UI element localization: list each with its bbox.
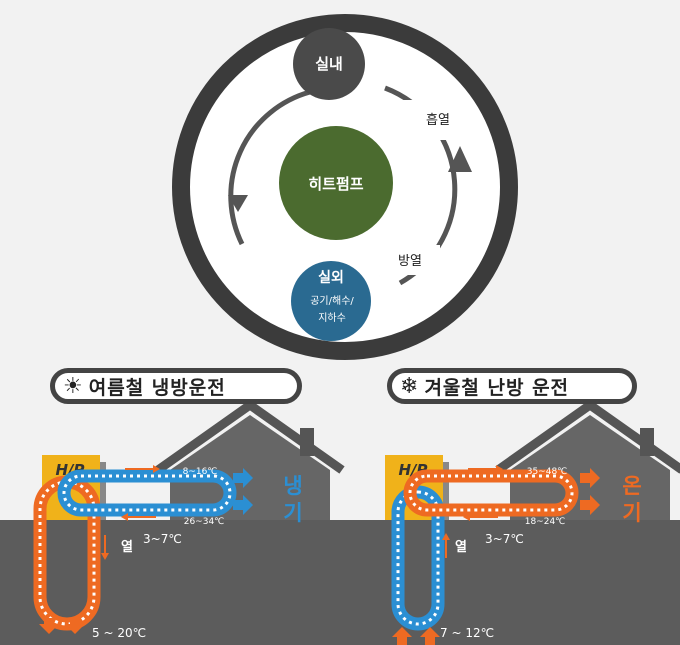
winter-ground-loop-dots [396,490,440,626]
summer-out-arrow-2 [233,495,253,515]
summer-deep-temp: 5 ~ 20℃ [92,626,146,640]
release-label: 방열 [398,254,422,269]
summer-hp-side [100,462,106,520]
summer-house-loop-dots [62,474,232,512]
ground [0,520,680,645]
winter-deep-arrow-left [392,627,412,645]
winter-house [510,415,670,520]
summer-title: 여름철 냉방운전 [88,376,226,399]
winter-title-pill: ❄ 겨울철 난방 운전 [387,368,637,404]
winter-hp-side [443,462,449,520]
outdoor-sub1: 공기/해수/ [310,294,354,307]
summer-flow-arrow-bottom-head [121,513,128,521]
sun-icon: ☀ [63,373,83,399]
summer-section: H/P 8~16℃ 26~34℃ 열 3~7℃ 5 ~ 20℃ 냉 기 [33,399,345,640]
winter-out-arrow-1 [580,468,600,488]
summer-house [170,415,330,520]
winter-effect-2: 기 [622,501,641,525]
winter-out-arrow-2 [580,495,600,515]
winter-title: 겨울철 난방 운전 [424,376,570,399]
summer-heat-label: 열 [121,539,133,555]
winter-heat-label: 열 [455,539,467,555]
winter-flow-arrow-top-head [496,465,503,473]
release-label-bg [380,245,440,275]
winter-indoor-top-temp: 35~48℃ [527,467,568,477]
summer-title-pill: ☀ 여름철 냉방운전 [50,368,302,404]
absorb-label: 흡열 [426,113,450,128]
summer-deep-arrow-right [65,618,85,634]
heatpump-label: 히트펌프 [308,175,363,193]
snowflake-icon: ❄ [400,373,419,399]
outdoor-node [291,261,371,341]
outdoor-sub2: 지하수 [318,311,346,324]
cycle-arrow-right-head [448,146,472,172]
heatpump-node [279,126,393,240]
winter-ground-temp: 3~7℃ [485,532,524,546]
cycle-arrow-left-head [228,195,248,212]
cycle-arc-left [228,89,311,246]
summer-deep-arrow-left [39,618,59,634]
winter-chimney [640,428,654,456]
winter-deep-arrow-right [420,627,440,645]
summer-chimney [300,428,314,456]
summer-heat-arrow-head [101,553,109,560]
outdoor-label: 실외 [318,269,344,286]
winter-effect-1: 온 [622,474,641,498]
summer-out-arrow-1 [233,468,253,488]
summer-effect-2: 기 [283,501,302,525]
summer-effect-1: 냉 [283,474,302,498]
summer-indoor-bottom-temp: 26~34℃ [184,517,225,527]
indoor-node [293,28,365,100]
winter-indoor-bottom-temp: 18~24℃ [525,517,566,527]
summer-flow-arrow-top-head [153,465,160,473]
summer-indoor-top-temp: 8~16℃ [183,467,218,477]
absorb-label-bg [400,100,464,140]
winter-deep-temp: 7 ~ 12℃ [440,626,494,640]
winter-section: H/P 35~48℃ 18~24℃ 열 3~7℃ 7 ~ 12℃ 온 기 [385,399,680,645]
winter-heat-arrow-head [442,533,450,540]
cycle-section: 실내 히트펌프 실외 공기/해수/ 지하수 흡열 방열 [172,14,518,360]
summer-ground-temp: 3~7℃ [143,532,182,546]
winter-flow-arrow-bottom-head [463,513,470,521]
indoor-label: 실내 [315,55,343,73]
winter-house-loop-dots [408,474,574,512]
